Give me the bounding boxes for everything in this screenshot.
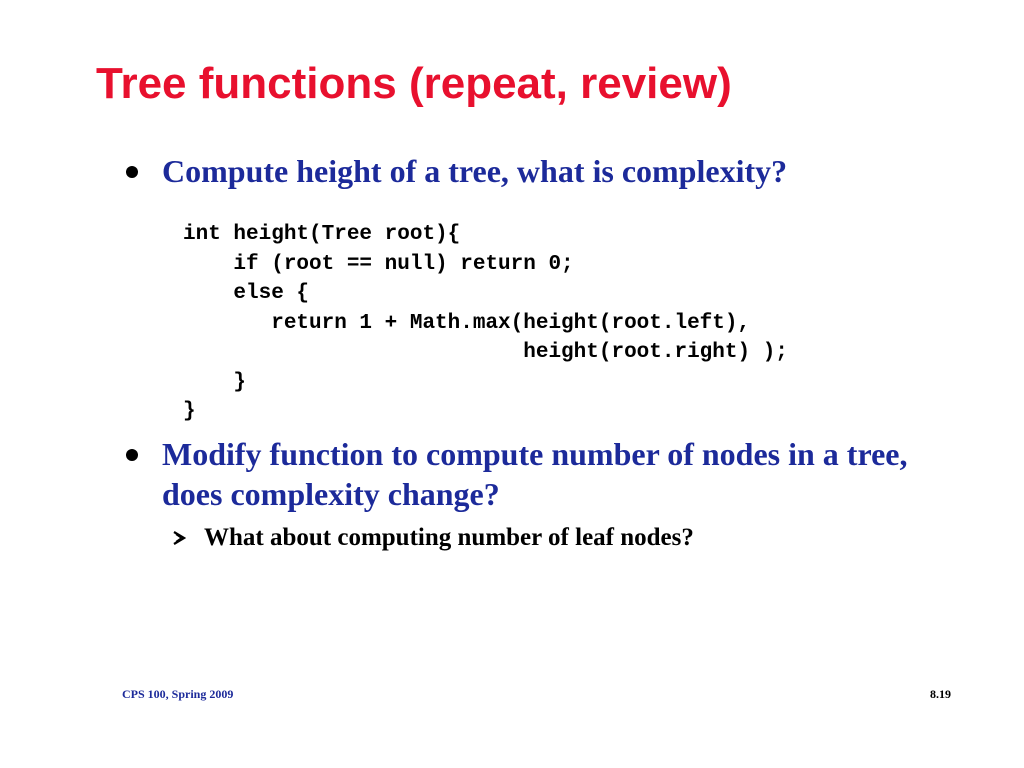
code-line: int height(Tree root){ [183,223,461,246]
sub-bullet-item: What about computing number of leaf node… [172,522,694,554]
slide-title: Tree functions (repeat, review) [96,59,732,108]
bullet-text: Modify function to compute number of nod… [162,436,908,512]
code-line: return 1 + Math.max(height(root.left), [183,311,751,335]
slide-number: 8.19 [930,687,951,701]
bullet-text: Compute height of a tree, what is comple… [162,153,788,189]
bullet-dot-icon [126,449,138,461]
code-line: else { [183,282,310,305]
code-line: height(root.right) ); [183,341,788,364]
chevron-right-arrow-icon [173,531,186,545]
bullet-item: Compute height of a tree, what is comple… [126,151,956,191]
code-line: } [183,400,196,423]
code-line: if (root == null) return 0; [183,252,574,276]
code-block: int height(Tree root){ if (root == null)… [183,220,788,427]
bullet-item: Modify function to compute number of nod… [126,434,956,514]
sub-bullet-text: What about computing number of leaf node… [204,524,694,551]
footer-course: CPS 100, Spring 2009 [122,687,234,701]
bullet-dot-icon [126,166,138,178]
code-line: } [183,370,247,394]
